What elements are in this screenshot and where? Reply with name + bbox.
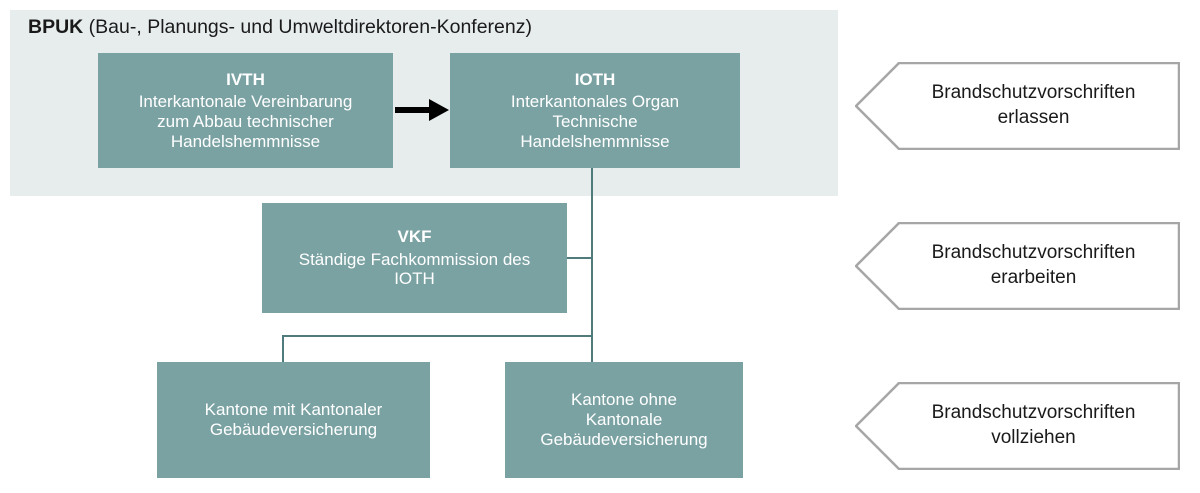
node-okgv-description: Kantone ohne Kantonale Gebäudeversicheru… <box>540 390 708 449</box>
callout-brandschutzvorschriften-vollziehen[interactable]: Brandschutzvorschriften vollziehen <box>855 382 1180 470</box>
callout-brandschutzvorschriften-erarbeiten[interactable]: Brandschutzvorschriften erarbeiten <box>855 222 1180 310</box>
arrow-ivth-to-ioth-shaft <box>395 107 433 113</box>
node-ioth-description: Interkantonales Organ Technische Handels… <box>510 92 680 151</box>
node-kantone-ohne-gebaeudeversicherung[interactable]: Kantone ohne Kantonale Gebäudeversicheru… <box>505 362 743 478</box>
bpuk-abbreviation: BPUK <box>28 16 84 38</box>
bpuk-panel-title: BPUK (Bau-, Planungs- und Umweltdirektor… <box>28 16 532 39</box>
node-ioth-code: IOTH <box>574 69 616 89</box>
connector-vkf-stub <box>566 257 592 259</box>
callout-2-text: Brandschutzvorschriften erarbeiten <box>931 242 1136 288</box>
pentagon-left-arrow-icon <box>855 382 1180 470</box>
node-vkf-description: Ständige Fachkommission des IOTH <box>298 249 531 289</box>
connector-drop-kgv <box>282 335 284 363</box>
callout-1-text: Brandschutzvorschriften erlassen <box>931 82 1136 128</box>
connector-ioth-trunk <box>591 168 593 336</box>
pentagon-left-arrow-icon <box>855 222 1180 310</box>
node-kantone-mit-gebaeudeversicherung[interactable]: Kantone mit Kantonaler Gebäudeversicheru… <box>157 362 430 478</box>
node-kgv-description: Kantone mit Kantonaler Gebäudeversicheru… <box>204 400 383 439</box>
callout-3-text: Brandschutzvorschriften vollziehen <box>931 402 1136 448</box>
callout-brandschutzvorschriften-erlassen[interactable]: Brandschutzvorschriften erlassen <box>855 62 1180 150</box>
node-vkf-code: VKF <box>397 226 432 246</box>
pentagon-left-arrow-icon <box>855 62 1180 150</box>
node-ivth-description: Interkantonale Vereinbarung zum Abbau te… <box>138 92 353 151</box>
node-ivth-code: IVTH <box>226 69 265 89</box>
arrow-ivth-to-ioth-head-icon <box>429 99 449 121</box>
node-ioth[interactable]: IOTH Interkantonales Organ Technische Ha… <box>450 53 740 168</box>
node-ivth[interactable]: IVTH Interkantonale Vereinbarung zum Abb… <box>98 53 393 168</box>
connector-bus <box>282 335 593 337</box>
connector-drop-okgv <box>591 335 593 363</box>
bpuk-full-name: (Bau-, Planungs- und Umweltdirektoren-Ko… <box>83 16 532 38</box>
node-vkf[interactable]: VKF Ständige Fachkommission des IOTH <box>262 203 567 313</box>
